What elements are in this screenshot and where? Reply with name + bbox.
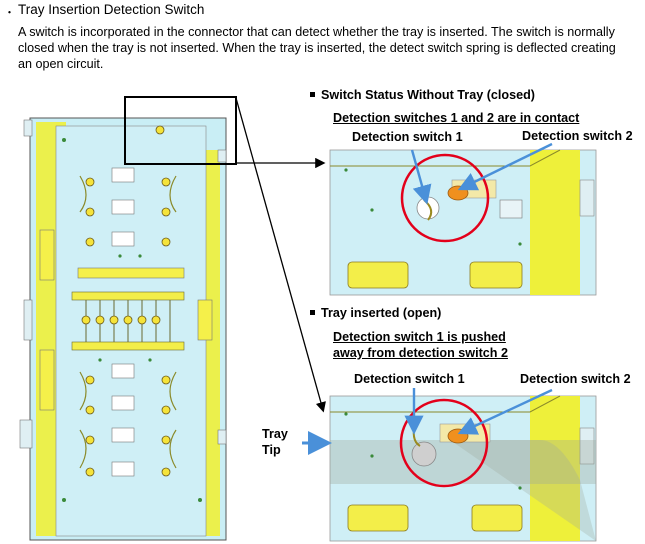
tray-inserted-caption-line1: Detection switch 1 is pushed: [333, 330, 506, 344]
pointer-switch1-closed: [410, 149, 432, 205]
zoom-arrow-bottom: [235, 97, 326, 413]
zoom-box: [124, 96, 237, 165]
tray-inserted-caption-line2: away from detection switch 2: [333, 346, 508, 360]
pointer-switch2-open: [457, 388, 553, 435]
tray-inserted-heading: Tray inserted (open): [310, 306, 441, 320]
square-bullet-icon: [310, 92, 315, 98]
section-title: Tray Insertion Detection Switch: [18, 2, 205, 17]
closed-switch1-label: Detection switch 1: [352, 130, 463, 144]
without-tray-caption: Detection switches 1 and 2 are in contac…: [333, 111, 580, 125]
highlight-circle-open: [399, 398, 489, 488]
section-description: A switch is incorporated in the connecto…: [18, 25, 616, 71]
detail-closed: [329, 149, 597, 296]
tray-tip-label: Tray Tip: [262, 427, 288, 457]
highlight-circle-closed: [400, 153, 490, 243]
without-tray-heading: Switch Status Without Tray (closed): [310, 88, 535, 102]
pointer-switch2-closed: [457, 142, 553, 191]
connector-drawing: [19, 117, 227, 541]
bullet: ・: [4, 7, 15, 19]
closed-switch2-label: Detection switch 2: [522, 129, 633, 143]
open-switch2-label: Detection switch 2: [520, 372, 631, 386]
open-switch1-label: Detection switch 1: [354, 372, 465, 386]
square-bullet-icon: [310, 310, 315, 316]
detail-open: [329, 395, 597, 542]
